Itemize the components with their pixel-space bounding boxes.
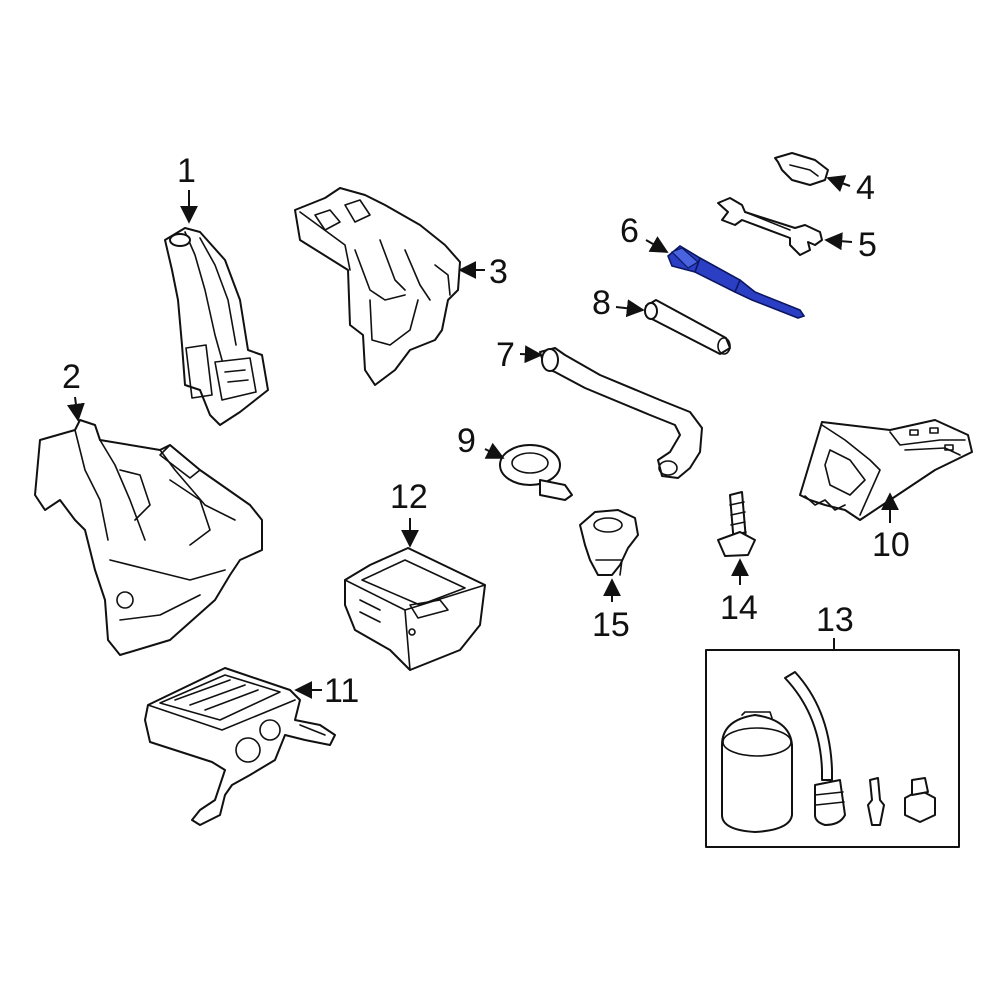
callout-numbers: 1 2 3 4 5 6 7 8 9 10 11 12 13 14 15 <box>62 152 910 710</box>
callout-1[interactable]: 1 <box>177 152 196 190</box>
part-13-sealant-kit[interactable] <box>705 649 960 848</box>
part-11-compressor[interactable] <box>144 667 336 826</box>
callout-10[interactable]: 10 <box>872 526 910 564</box>
callout-6[interactable]: 6 <box>620 212 639 250</box>
callout-4[interactable]: 4 <box>856 169 875 207</box>
leader-lines <box>66 175 899 699</box>
callout-12[interactable]: 12 <box>390 478 428 516</box>
callout-3[interactable]: 3 <box>489 253 508 291</box>
part-1-jack[interactable] <box>164 227 269 426</box>
part-8-socket[interactable] <box>644 299 731 355</box>
callout-5[interactable]: 5 <box>858 226 877 264</box>
part-9-tow-eye[interactable] <box>499 444 573 501</box>
callout-7[interactable]: 7 <box>496 336 515 374</box>
callout-13[interactable]: 13 <box>816 601 854 639</box>
callout-2[interactable]: 2 <box>62 358 81 396</box>
callout-15[interactable]: 15 <box>592 606 630 644</box>
part-3-insert[interactable] <box>294 187 461 386</box>
part-6-extension-highlighted[interactable] <box>667 245 806 319</box>
callout-11[interactable]: 11 <box>324 672 359 710</box>
callout-14[interactable]: 14 <box>720 589 758 627</box>
part-15-wing-nut[interactable] <box>579 509 639 576</box>
part-2-tray[interactable] <box>34 419 263 656</box>
part-12-box[interactable] <box>344 547 486 671</box>
part-7-lug-wrench[interactable] <box>539 347 703 479</box>
part-4-hook[interactable] <box>774 152 829 186</box>
part-10-tray-insert[interactable] <box>799 419 973 521</box>
part-14-bolt[interactable] <box>717 491 756 557</box>
callout-9[interactable]: 9 <box>457 422 476 460</box>
callout-8[interactable]: 8 <box>592 284 611 322</box>
part-5-wrench[interactable] <box>717 197 823 256</box>
